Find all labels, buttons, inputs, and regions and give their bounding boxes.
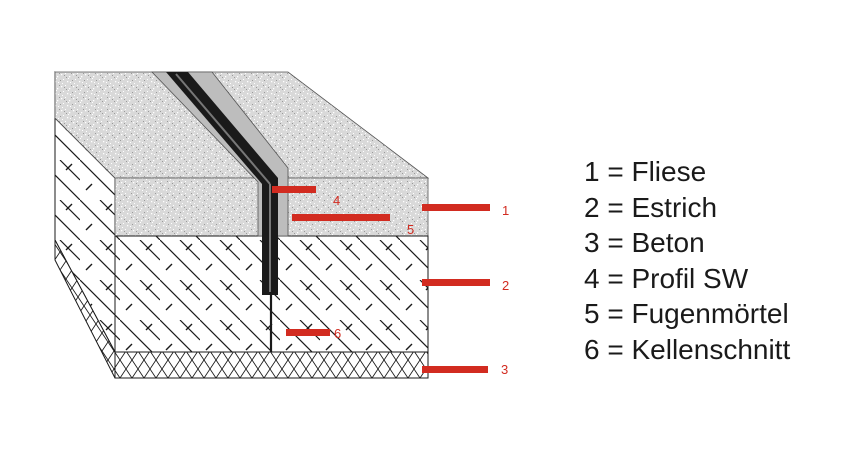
legend-item-kellenschnitt: 6 = Kellenschnitt <box>584 333 791 365</box>
legend-item-beton: 3 = Beton <box>584 227 705 258</box>
callout-bar-5 <box>292 214 390 221</box>
callout-bar-3 <box>422 366 488 373</box>
legend-item-fugenmoertel: 5 = Fugenmörtel <box>584 298 789 329</box>
callout-bar-1 <box>422 204 490 211</box>
legend: 1 = Fliese 2 = Estrich 3 = Beton 4 = Pro… <box>584 154 790 367</box>
legend-item-fliese: 1 = Fliese <box>584 156 707 187</box>
beton-front-face <box>114 351 429 379</box>
legend-item-estrich: 2 = Estrich <box>584 191 718 223</box>
callout-bar-6 <box>286 329 330 336</box>
callout-number-6: 6 <box>334 326 341 341</box>
callout-number-4: 4 <box>333 193 340 208</box>
callout-number-5: 5 <box>407 222 414 237</box>
callout-number-3: 3 <box>501 362 508 377</box>
profile-highlight <box>175 73 271 185</box>
joint-profile <box>166 72 278 295</box>
callout-number-2: 2 <box>502 278 509 293</box>
callout-bar-2 <box>422 279 490 286</box>
callout-number-1: 1 <box>502 203 509 218</box>
callout-bar-4 <box>272 186 316 193</box>
legend-item-profil-sw: 4 = Profil SW <box>584 262 749 294</box>
